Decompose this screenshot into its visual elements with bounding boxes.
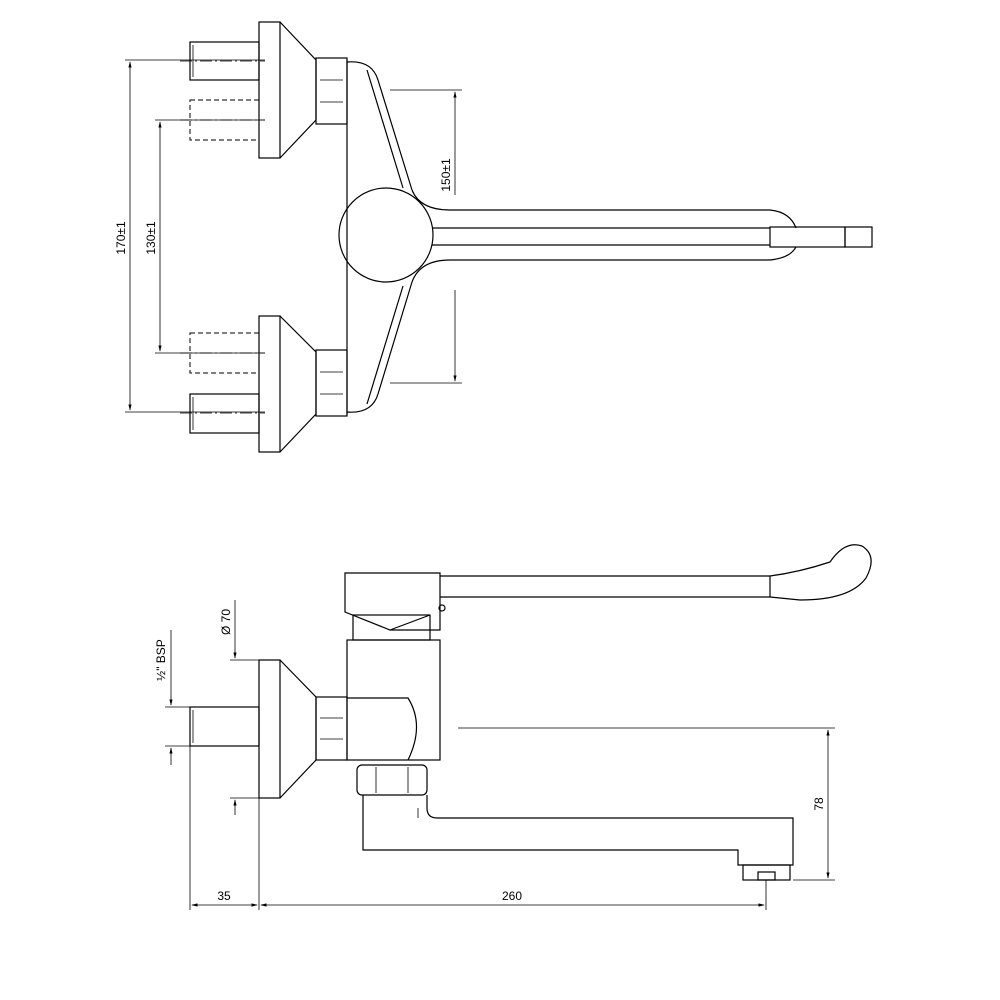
upper-inlet: [180, 21, 348, 159]
lower-inlet: [180, 315, 348, 453]
upper-arm: [346, 61, 413, 191]
dim-35: 35: [217, 889, 231, 903]
lever-block: [344, 572, 441, 631]
mixer-body-circle: [338, 187, 434, 283]
top-dimensions: 170±1 130±1 150±1: [114, 59, 462, 413]
dim-half-inch-bsp: ½" BSP: [154, 639, 168, 681]
mixer-body: [346, 639, 441, 761]
dim-260: 260: [502, 889, 522, 903]
dim-diameter-70: Ø 70: [219, 609, 233, 635]
valve-cap: [352, 614, 431, 641]
top-view: 170±1 130±1 150±1: [114, 21, 873, 453]
wall-flange: [258, 659, 281, 799]
dim-150: 150±1: [439, 158, 453, 192]
dim-170: 170±1: [114, 221, 128, 255]
spout-nut: [356, 764, 428, 796]
inlet-nut: [315, 696, 348, 761]
side-dimensions: Ø 70 ½" BSP 35 260 78: [154, 600, 835, 910]
lever: [440, 544, 872, 601]
dim-130: 130±1: [144, 221, 158, 255]
side-view: Ø 70 ½" BSP 35 260 78: [154, 544, 872, 910]
dim-78: 78: [812, 797, 826, 811]
lower-arm: [346, 281, 413, 413]
lever-handle: [769, 226, 846, 248]
inlet-pipe: [189, 706, 260, 747]
spout: [362, 795, 794, 866]
